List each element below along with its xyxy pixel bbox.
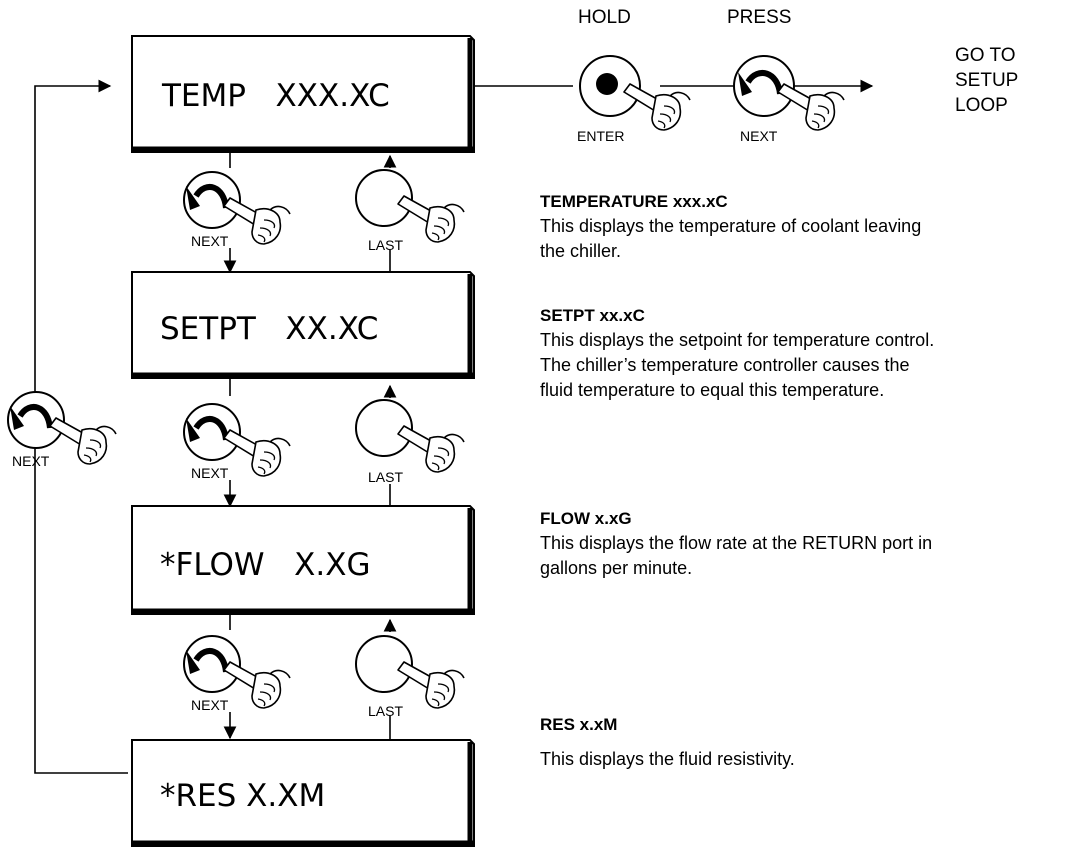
description-line: This displays the flow rate at the RETUR… bbox=[540, 533, 933, 553]
goto-line-3: LOOP bbox=[955, 95, 1008, 116]
next-label: NEXT bbox=[191, 233, 229, 249]
pointing-hand-icon bbox=[223, 197, 291, 245]
last-button-2[interactable]: LAST bbox=[355, 399, 465, 485]
last-label: LAST bbox=[368, 237, 403, 253]
rotate-arrow-icon bbox=[193, 416, 229, 441]
last-button-1[interactable]: LAST bbox=[355, 169, 465, 253]
description-line: This displays the fluid resistivity. bbox=[540, 749, 795, 769]
pointing-hand-icon bbox=[223, 429, 291, 477]
description-heading: RES x.xM bbox=[540, 715, 618, 734]
enter-label: ENTER bbox=[577, 128, 624, 144]
description-line: gallons per minute. bbox=[540, 558, 693, 578]
description-line: the chiller. bbox=[540, 241, 622, 261]
next-label: NEXT bbox=[740, 128, 778, 144]
display-setpt: SETPT XX.XC bbox=[131, 271, 475, 379]
rotate-arrow-icon bbox=[17, 404, 53, 429]
display-temp-text: TEMP XXX.XC bbox=[161, 78, 390, 114]
pointing-hand-icon bbox=[397, 425, 465, 473]
next-button-top[interactable]: NEXT bbox=[733, 55, 845, 144]
pointing-hand-icon bbox=[223, 661, 291, 709]
next-button-2[interactable]: NEXT bbox=[183, 403, 291, 481]
press-label: PRESS bbox=[727, 7, 791, 28]
description-flow: FLOW x.xG This displays the flow rate at… bbox=[540, 507, 932, 581]
display-flow: *FLOW X.XG bbox=[131, 505, 475, 615]
pointing-hand-icon bbox=[397, 195, 465, 243]
description-line: This displays the setpoint for temperatu… bbox=[540, 330, 935, 350]
next-label: NEXT bbox=[12, 453, 50, 469]
pointing-hand-icon bbox=[49, 417, 117, 465]
last-label: LAST bbox=[368, 469, 403, 485]
rotate-arrow-icon bbox=[745, 70, 783, 95]
description-heading: FLOW x.xG bbox=[540, 509, 632, 528]
description-res: RES x.xM This displays the fluid resisti… bbox=[540, 713, 795, 772]
next-button-3[interactable]: NEXT bbox=[183, 635, 291, 713]
next-button-loop[interactable]: NEXT bbox=[7, 391, 117, 469]
next-button-1[interactable]: NEXT bbox=[183, 171, 291, 249]
last-button-3[interactable]: LAST bbox=[355, 635, 465, 719]
display-res: *RES X.XM bbox=[131, 739, 475, 847]
last-label: LAST bbox=[368, 703, 403, 719]
hold-label: HOLD bbox=[578, 7, 631, 28]
display-temp: TEMP XXX.XC bbox=[131, 35, 475, 153]
pointing-hand-icon bbox=[397, 661, 465, 709]
description-line: This displays the temperature of coolant… bbox=[540, 216, 922, 236]
next-label: NEXT bbox=[191, 697, 229, 713]
goto-line-2: SETUP bbox=[955, 70, 1018, 91]
rotate-arrow-icon bbox=[193, 648, 229, 673]
display-setpt-text: SETPT XX.XC bbox=[160, 311, 378, 347]
description-line: fluid temperature to equal this temperat… bbox=[540, 380, 885, 400]
next-label: NEXT bbox=[191, 465, 229, 481]
description-line: The chiller’s temperature controller cau… bbox=[540, 355, 910, 375]
display-flow-text: *FLOW X.XG bbox=[160, 547, 370, 583]
description-setpt: SETPT xx.xC This displays the setpoint f… bbox=[540, 304, 934, 403]
rotate-arrow-icon bbox=[193, 184, 229, 209]
description-heading: TEMPERATURE xxx.xC bbox=[540, 192, 728, 211]
goto-line-1: GO TO bbox=[955, 45, 1016, 66]
pointing-hand-icon bbox=[777, 83, 845, 131]
description-heading: SETPT xx.xC bbox=[540, 306, 645, 325]
goto-setup-loop: GO TO SETUP LOOP bbox=[955, 45, 1018, 116]
description-temperature: TEMPERATURE xxx.xC This displays the tem… bbox=[540, 190, 921, 264]
display-res-text: *RES X.XM bbox=[160, 778, 325, 814]
dot-icon bbox=[596, 73, 618, 95]
pointing-hand-icon bbox=[623, 83, 691, 131]
enter-button[interactable]: ENTER bbox=[577, 55, 691, 144]
